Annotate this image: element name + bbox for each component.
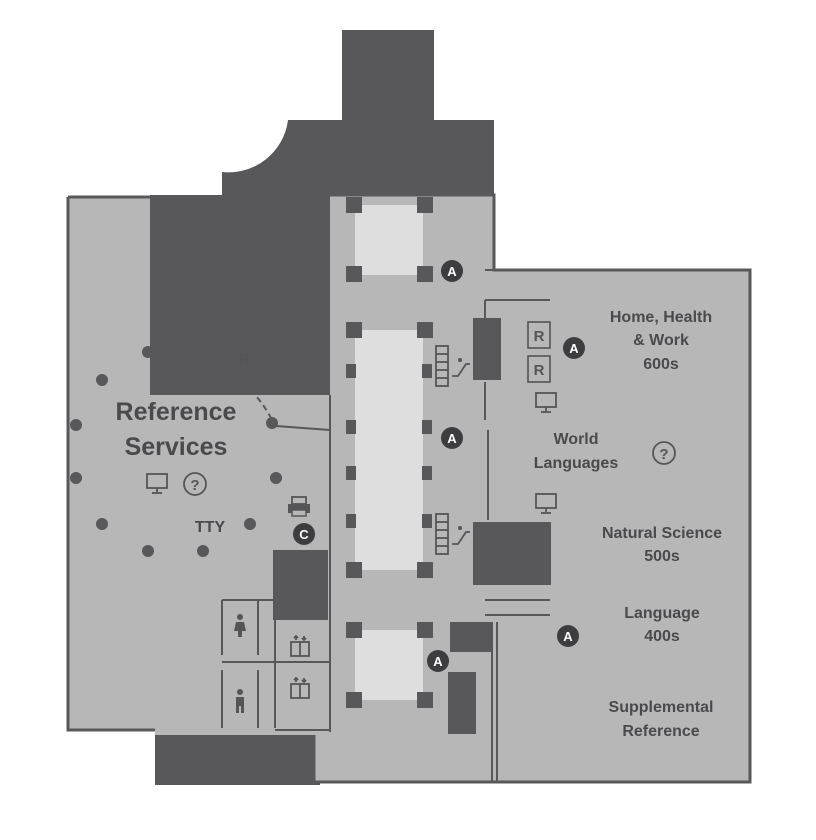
computer-icon bbox=[535, 493, 557, 514]
accessible-letter-2: A bbox=[569, 341, 579, 356]
elevator-icon bbox=[290, 634, 310, 657]
reference-desk-arc bbox=[70, 346, 331, 557]
tty-label: TTY bbox=[195, 519, 226, 536]
natural-science-line2: 500s bbox=[644, 548, 680, 565]
reserved-icon: R bbox=[239, 351, 250, 368]
accessible-icon: A bbox=[441, 260, 463, 282]
escalator-icon bbox=[435, 513, 470, 555]
printer-icon bbox=[288, 496, 310, 517]
language-line2: 400s bbox=[644, 628, 680, 645]
atrium-north bbox=[355, 205, 423, 275]
accessible-icon: A bbox=[557, 625, 579, 647]
accessible-letter-5: A bbox=[433, 654, 443, 669]
copier-letter: C bbox=[299, 527, 309, 542]
reserved-letter-lower: R bbox=[534, 362, 545, 379]
supplemental-line2: Reference bbox=[622, 723, 699, 740]
svg-text:?: ? bbox=[659, 446, 668, 463]
escalator-icon bbox=[435, 345, 470, 387]
home-health-line2: & Work bbox=[633, 332, 689, 349]
atrium-center bbox=[355, 330, 423, 570]
accessible-icon: A bbox=[563, 337, 585, 359]
home-health-line3: 600s bbox=[643, 356, 679, 373]
restroom-icon bbox=[236, 689, 244, 713]
reserved-icon: R bbox=[527, 355, 551, 383]
atrium-south bbox=[355, 630, 423, 700]
reference-services-title-line1: Reference bbox=[116, 398, 237, 426]
reserved-letter-reference: R bbox=[239, 351, 250, 368]
question-icon: ? bbox=[183, 472, 207, 496]
reserved-icon: R bbox=[527, 321, 551, 349]
svg-text:?: ? bbox=[190, 477, 199, 494]
world-languages-line1: World bbox=[553, 431, 598, 448]
accessible-letter-1: A bbox=[447, 264, 457, 279]
world-languages-line2: Languages bbox=[534, 455, 619, 472]
copier-icon: C bbox=[293, 523, 315, 545]
accessible-icon: A bbox=[441, 427, 463, 449]
natural-science-line1: Natural Science bbox=[602, 525, 722, 542]
computer-icon bbox=[535, 392, 557, 413]
partitions bbox=[221, 269, 550, 782]
elevator-icon bbox=[290, 676, 310, 699]
language-line1: Language bbox=[624, 605, 700, 622]
home-health-line1: Home, Health bbox=[610, 309, 712, 326]
question-icon: ? bbox=[652, 441, 676, 465]
supplemental-line1: Supplemental bbox=[609, 699, 714, 716]
atrium-openings bbox=[346, 197, 433, 708]
reserved-letter-upper: R bbox=[534, 328, 545, 345]
accessible-letter-3: A bbox=[447, 431, 457, 446]
restroom-icon bbox=[234, 614, 246, 637]
computer-icon bbox=[146, 473, 168, 494]
reference-services-title-line2: Services bbox=[125, 433, 228, 461]
accessible-letter-4: A bbox=[563, 629, 573, 644]
accessible-icon: A bbox=[427, 650, 449, 672]
